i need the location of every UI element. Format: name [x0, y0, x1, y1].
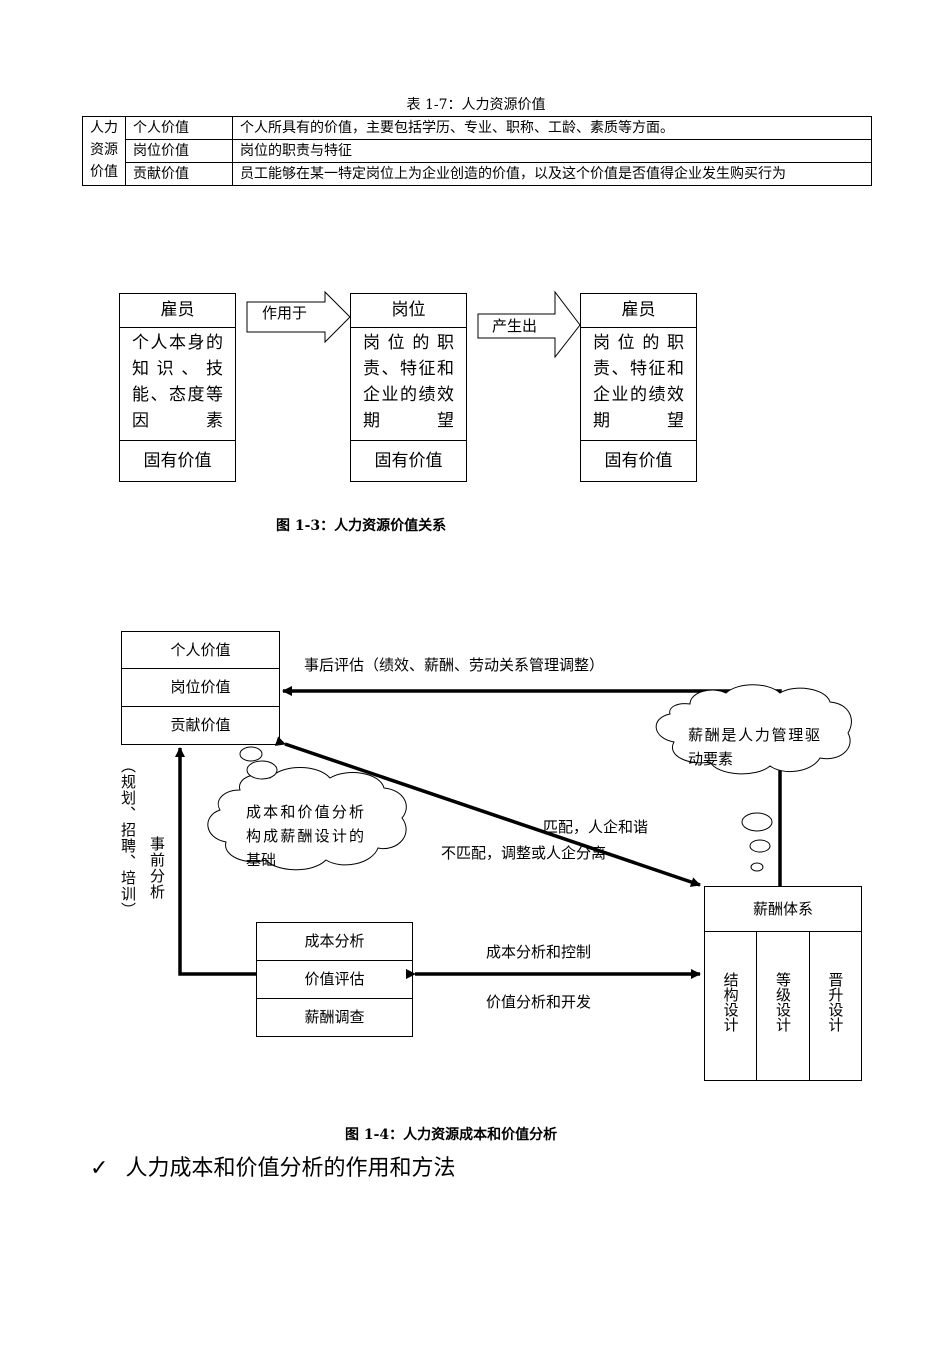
box-header: 雇员	[120, 294, 235, 328]
table-cell-description: 岗位的职责与特征	[232, 139, 872, 163]
table-row: 岗位价值 岗位的职责与特征	[83, 139, 872, 163]
grade-design-text: 等级设计	[773, 972, 792, 1032]
value-stack: 个人价值 岗位价值 贡献价值	[121, 631, 280, 745]
structure-design-cell: 结构设计	[705, 932, 758, 1080]
promotion-design-text: 晋升设计	[826, 972, 845, 1032]
cloud-left-text: 成本和价值分析构成薪酬设计的基础	[246, 803, 364, 869]
value-eval-cell: 价值评估	[257, 961, 412, 999]
box-employee-output: 雇员 岗位的职责、特征和企业的绩效期望 固有价值	[580, 293, 697, 482]
planning-label: （规划、招聘、培训）	[119, 758, 137, 918]
box-employee: 雇员 个人本身的知识、技能、态度等因素 固有价值	[119, 293, 236, 482]
box-position: 岗位 岗位的职责、特征和企业的绩效期望 固有价值	[350, 293, 467, 482]
table-cell-category: 贡献价值	[125, 162, 233, 186]
cloud-right-shape	[655, 684, 852, 775]
post-eval-line	[282, 686, 782, 887]
box-header: 岗位	[351, 294, 466, 328]
promotion-design-cell: 晋升设计	[810, 932, 861, 1080]
pre-analysis-line	[175, 747, 257, 976]
structure-design-text: 结构设计	[721, 972, 740, 1032]
contribution-value-cell: 贡献价值	[170, 716, 231, 734]
value-table: 人力资源价值 个人价值 个人所具有的价值，主要包括学历、专业、职称、工龄、素质等…	[82, 116, 872, 186]
cost-analysis-cell: 成本分析	[257, 923, 412, 961]
table-row: 人力资源价值 个人价值 个人所具有的价值，主要包括学历、专业、职称、工龄、素质等…	[82, 116, 872, 186]
match-label: 匹配，人企和谐	[543, 818, 649, 836]
table-cell-category: 个人价值	[125, 116, 233, 140]
table-caption: 表 1-7：人力资源价值	[406, 97, 546, 113]
box-body: 个人本身的知识、技能、态度等因素	[132, 333, 223, 431]
table-cell-description: 员工能够在某一特定岗位上为企业创造的价值，以及这个价值是否值得企业发生购买行为	[232, 162, 872, 186]
position-value-cell: 岗位价值	[122, 669, 279, 707]
cloud-left-shape	[207, 767, 407, 871]
personal-value-cell: 个人价值	[122, 632, 279, 669]
arrow-acts-on	[246, 290, 351, 344]
box-footer: 固有价值	[351, 440, 466, 481]
box-footer: 固有价值	[120, 440, 235, 481]
cloud-right-text: 薪酬是人力管理驱动要素	[688, 726, 820, 768]
figure14-caption: 图 1-4：人力资源成本和价值分析	[345, 1127, 558, 1143]
table-cell-description: 个人所具有的价值，主要包括学历、专业、职称、工龄、素质等方面。	[232, 116, 872, 140]
checkmark-icon: ✓	[90, 1156, 109, 1181]
figure14-diagram	[175, 684, 852, 979]
thought-bubble	[239, 746, 263, 762]
table-row: 贡献价值 员工能够在某一特定岗位上为企业创造的价值，以及这个价值是否值得企业发生…	[83, 162, 872, 186]
grade-design-cell: 等级设计	[757, 932, 810, 1080]
thought-bubble	[749, 839, 771, 853]
pay-system-box: 薪酬体系 结构设计 等级设计 晋升设计	[704, 886, 862, 1081]
cost-control-label: 成本分析和控制	[486, 943, 592, 961]
figure13-arrows	[246, 290, 581, 359]
match-diagonal-line	[274, 736, 701, 887]
thought-bubble	[741, 812, 773, 832]
pay-survey-cell: 薪酬调查	[304, 1008, 365, 1026]
figure13-caption: 图 1-3：人力资源价值关系	[276, 518, 447, 534]
pre-analysis-label: 事前分析	[148, 836, 166, 900]
box-header: 雇员	[581, 294, 696, 328]
bullet-text: 人力成本和价值分析的作用和方法	[125, 1156, 456, 1181]
bullet-line: ✓ 人力成本和价值分析的作用和方法	[90, 1153, 455, 1185]
mismatch-label: 不匹配，调整或人企分离	[441, 844, 607, 862]
thought-bubble	[750, 862, 764, 872]
table-group-label: 人力资源价值	[82, 116, 126, 186]
arrow-produces	[477, 290, 581, 359]
arrow2-label: 产生出	[492, 317, 538, 335]
arrow1-label: 作用于	[262, 304, 308, 322]
box-footer: 固有价值	[581, 440, 696, 481]
table-cell-category: 岗位价值	[125, 139, 233, 163]
cost-stack: 成本分析 价值评估 薪酬调查	[256, 922, 413, 1037]
post-eval-label: 事后评估（绩效、薪酬、劳动关系管理调整）	[304, 656, 605, 674]
box-body: 岗位的职责、特征和企业的绩效期望	[363, 333, 454, 431]
box-body: 岗位的职责、特征和企业的绩效期望	[593, 333, 684, 431]
value-dev-label: 价值分析和开发	[486, 993, 592, 1011]
pay-system-title: 薪酬体系	[705, 887, 861, 932]
thought-bubble	[246, 760, 278, 780]
